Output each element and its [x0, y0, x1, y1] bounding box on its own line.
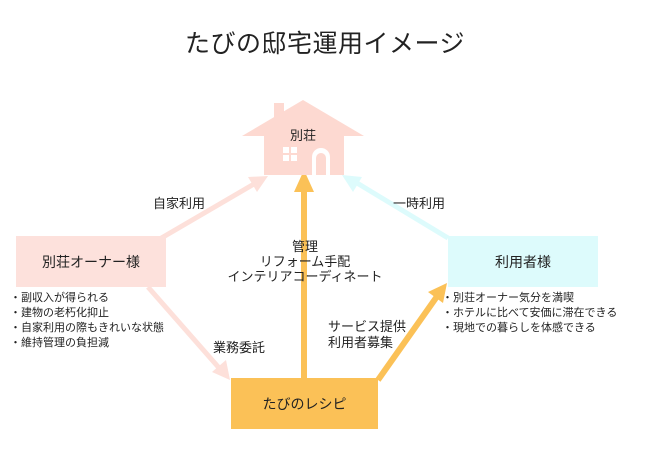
owner-benefits-list: 副収入が得られる 建物の老朽化抑止 自家利用の際もきれいな状態 維持管理の負担減 — [10, 290, 164, 350]
list-item: 自家利用の際もきれいな状態 — [10, 320, 164, 335]
arrow-label-line: 利用者募集 — [328, 336, 394, 351]
arrow-recipe-to-house — [294, 170, 314, 378]
arrow-label-line: リフォーム手配 — [259, 255, 351, 270]
list-item: 副収入が得られる — [10, 290, 164, 305]
owner-label: 別荘オーナー様 — [42, 254, 140, 271]
arrow-label-owner-to-house: 自家利用 — [153, 197, 206, 212]
arrow-user-to-house — [342, 175, 450, 241]
arrow-label-recipe-to-house: 管理 リフォーム手配 インテリアコーディネート — [195, 240, 415, 285]
arrow-label-recipe-to-user: サービス提供 利用者募集 — [328, 320, 406, 352]
list-item: 維持管理の負担減 — [10, 335, 164, 350]
user-label: 利用者様 — [495, 254, 551, 271]
list-item: ホテルに比べて安価に滞在できる — [442, 305, 617, 320]
house-label: 別荘 — [289, 129, 316, 144]
owner-box: 別荘オーナー様 — [16, 236, 166, 287]
list-item: 建物の老朽化抑止 — [10, 305, 164, 320]
recipe-label: たびのレシピ — [262, 396, 347, 413]
house-icon — [242, 100, 364, 175]
user-box: 利用者様 — [448, 236, 598, 287]
user-benefits-list: 別荘オーナー気分を満喫 ホテルに比べて安価に滞在できる 現地での暮らしを体感でき… — [442, 290, 617, 335]
arrow-label-line: 管理 — [291, 240, 318, 255]
arrow-label-line: サービス提供 — [328, 320, 407, 335]
arrow-owner-to-house — [156, 176, 268, 243]
page-title: たびの邸宅運用イメージ — [184, 29, 465, 58]
arrow-label-line: インテリアコーディネート — [227, 270, 383, 285]
arrow-label-user-to-house: 一時利用 — [393, 197, 446, 212]
recipe-box: たびのレシピ — [231, 378, 378, 429]
list-item: 別荘オーナー気分を満喫 — [442, 290, 617, 305]
list-item: 現地での暮らしを体感できる — [442, 320, 617, 335]
arrow-label-owner-to-recipe: 業務委託 — [213, 341, 266, 356]
